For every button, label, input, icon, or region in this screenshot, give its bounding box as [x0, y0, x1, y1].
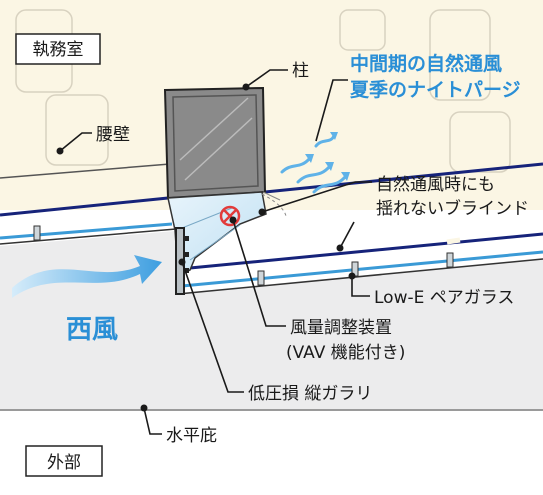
low-e-glass: [0, 222, 543, 288]
blind-gap: [446, 237, 461, 245]
vav-label-1: 風量調整装置: [290, 318, 392, 338]
west-wind-arrow: [12, 255, 162, 298]
west-wind-label: 西風: [66, 315, 118, 345]
blind-label-1: 自然通風時にも: [376, 175, 495, 195]
blind-line-right-bottom: [189, 232, 543, 270]
column-label: 柱: [292, 61, 309, 81]
eave-label: 水平庇: [166, 426, 217, 446]
glass-outer-frame: [0, 228, 543, 295]
breeze-arrows: [280, 134, 348, 194]
waist-wall-line: [0, 163, 171, 179]
mullions: [33, 225, 454, 286]
natural-vent-label-2: 夏季のナイトパージ: [350, 79, 521, 101]
room-label: 執務室: [33, 40, 84, 60]
blind-label-2: 揺れないブラインド: [376, 198, 529, 219]
natural-vent-label-1: 中間期の自然通風: [350, 52, 502, 75]
outside-label: 外部: [47, 453, 81, 473]
louver-label: 低圧損 縦ガラリ: [248, 384, 372, 404]
low-e-glass-label: Low-E ペアガラス: [374, 288, 514, 308]
louver-blades: [183, 236, 189, 273]
blind-line-right-top: [264, 162, 543, 194]
blind-line-left: [0, 196, 169, 217]
vav-damper-symbol: [219, 205, 241, 227]
room-label-box: [15, 33, 101, 65]
outside-label-box: [25, 445, 103, 477]
column: [163, 86, 267, 200]
leader-dots: [56, 83, 356, 412]
column-inner: [172, 94, 259, 192]
leader-lines: [59, 69, 372, 435]
vav-label-2: (VAV 機能付き): [286, 343, 405, 363]
waist-wall-label: 腰壁: [96, 125, 130, 145]
